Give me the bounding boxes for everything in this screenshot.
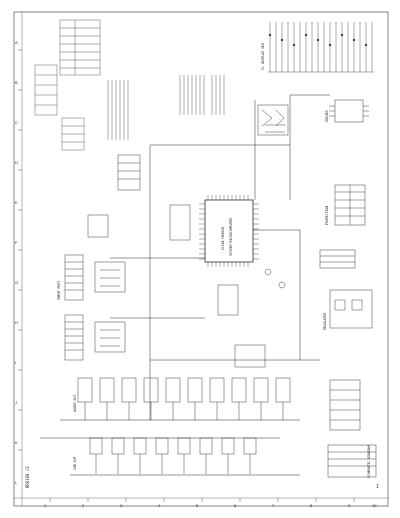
grid-row-h: H [15,320,18,325]
grid-col-8: 8 [310,503,313,508]
input-port-blocks [64,214,126,361]
page-number: 1 [376,484,379,490]
amplifier-stage-row [77,377,291,420]
label-sub-out: SUB OUT [73,456,77,470]
grid-col-7: 7 [272,503,275,508]
label-driver: DRIVER [325,110,329,122]
label-audio-out: AUDIO OUT [73,394,77,412]
bus-lines [40,94,330,476]
label-input-port: INPUT PORT [57,280,61,300]
ic-pins [199,195,259,267]
main-ic-role: SYSTEM MICROCOMPUTER [229,217,233,256]
label-schematic: SCHEMATIC DIAGRAM [367,445,371,478]
grid-ticks [18,49,355,502]
grid-row-g: G [15,280,19,285]
grid-row-j: J [15,400,17,405]
label-protection: PROTECTION [325,205,329,225]
grid-col-9: 9 [348,503,351,508]
label-fl-display: FL DISPLAY SEG [261,43,265,70]
model-tag: KRV100 /2 [25,466,30,488]
grid-row-i: I [15,360,17,365]
main-ic-part: IC101 M30620 [221,226,225,250]
title-blocks [34,19,101,151]
grid-col-6: 6 [234,503,237,508]
grid-col-3: 3 [120,503,123,508]
lower-stage-row [89,437,257,474]
label-regulator: REGULATOR [323,312,327,330]
grid-col-1: 1 [44,503,47,508]
grid-col-2: 2 [82,503,85,508]
grid-row-d: D [15,160,18,165]
grid-col-10: 10 [372,503,377,508]
right-driver-blocks [319,99,377,478]
grid-row-l: L [15,480,18,485]
grid-row-e: E [15,200,18,205]
support-components [117,104,289,368]
grid-row-c: C [15,120,18,125]
grid-row-f: F [15,240,18,245]
grid-col-5: 5 [196,503,199,508]
top-connector-traces [107,75,225,140]
main-ic [199,195,259,267]
display-segment-block [268,22,374,73]
grid-row-a: A [15,40,18,45]
grid-row-k: K [15,440,18,445]
grid-col-4: 4 [158,503,161,508]
grid-row-b: B [15,80,18,85]
sheet-border [13,11,389,507]
